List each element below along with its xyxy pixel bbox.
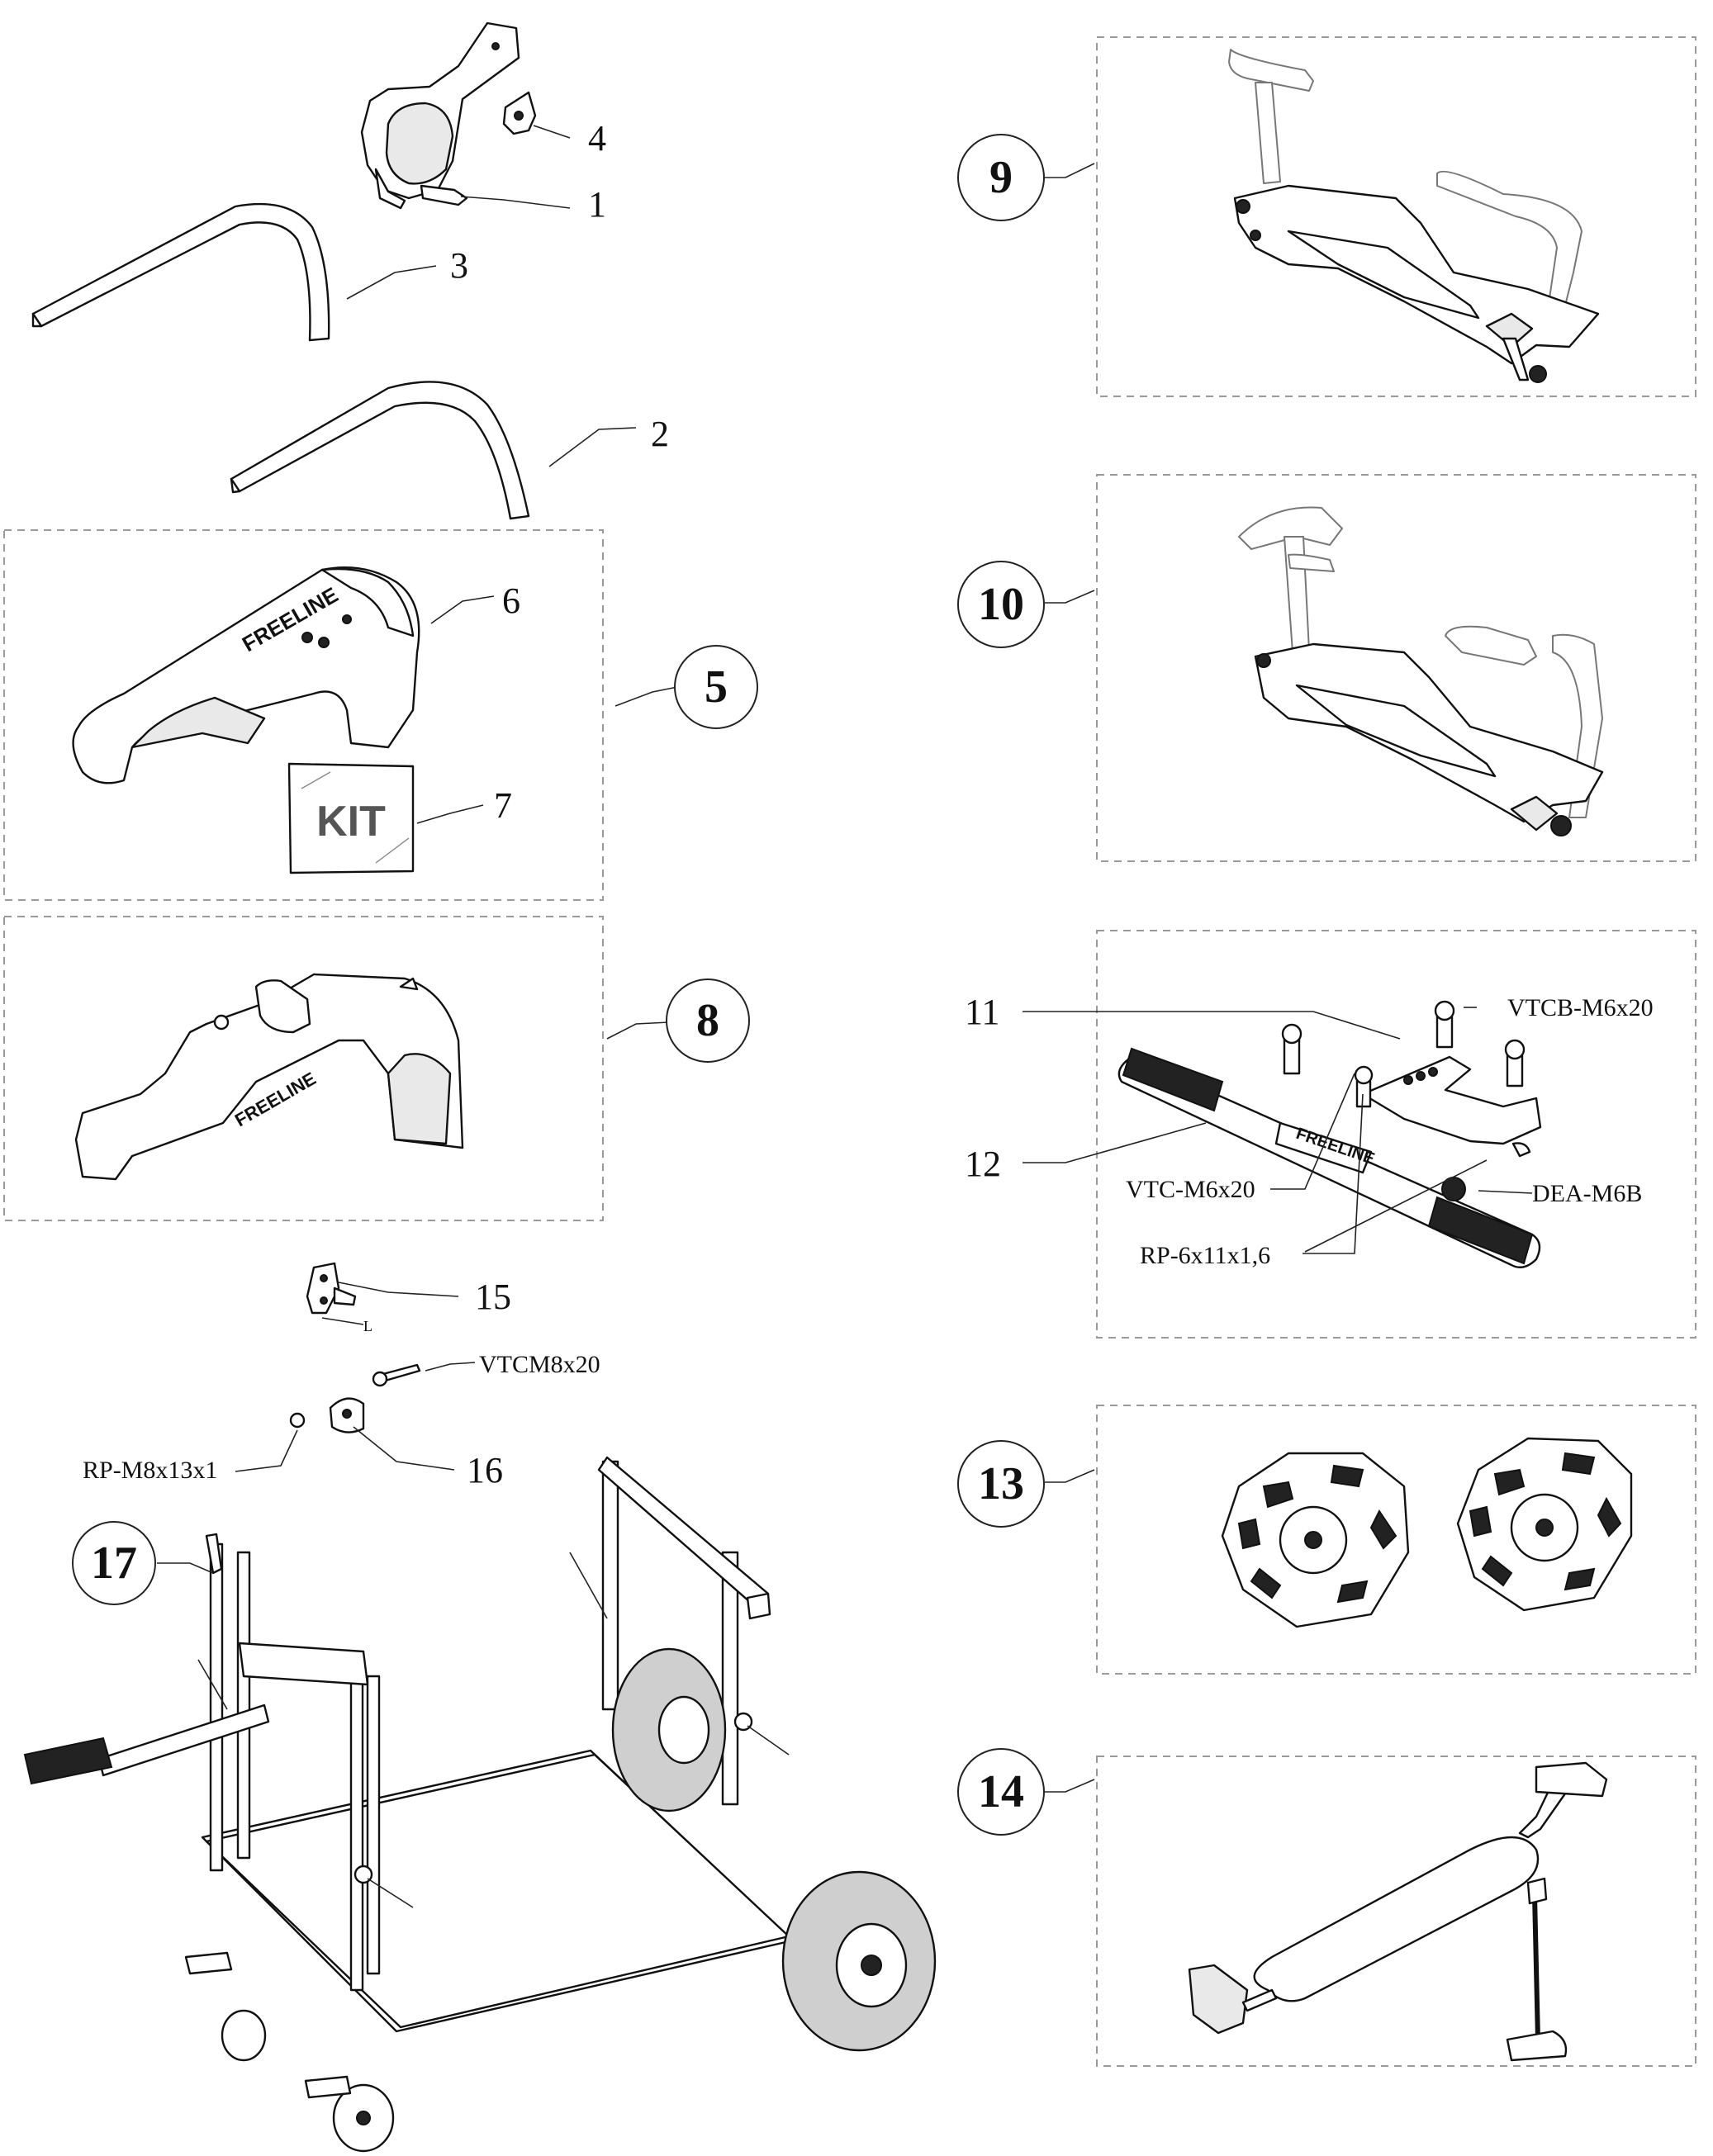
bubble-5-label: 5 (705, 661, 728, 713)
callout-7: 7 (494, 785, 512, 826)
bubble-17-label: 17 (91, 1538, 137, 1589)
handle-bar-icon: FREELINE (1117, 1000, 1542, 1268)
group-box-11-12 (1096, 930, 1696, 1339)
code-rp-6x11x1-6: RP-6x11x1,6 (1140, 1242, 1270, 1269)
bubble-5: 5 (674, 645, 758, 729)
svg-text:L: L (363, 1318, 372, 1334)
leader-lines (157, 125, 1533, 1793)
callout-4: 4 (588, 118, 606, 159)
group-box-5 (3, 529, 604, 901)
group-box-8 (3, 916, 604, 1221)
cart-icon (23, 1456, 937, 2153)
group-box-9 (1096, 36, 1696, 397)
code-vtc-m6x20: VTC-M6x20 (1126, 1176, 1255, 1203)
pedal-assembly-icon (1228, 49, 1600, 383)
group-box-10 (1096, 474, 1696, 862)
bracket-icon (502, 91, 537, 135)
bubble-13-label: 13 (978, 1458, 1024, 1509)
callout-11: 11 (965, 992, 999, 1032)
callout-16: 16 (467, 1450, 503, 1490)
code-dea-m6b: DEA-M6B (1532, 1180, 1642, 1207)
front-mount-icon (360, 21, 520, 210)
callout-15: 15 (475, 1277, 511, 1317)
bubble-9: 9 (957, 134, 1045, 221)
bubble-14-label: 14 (978, 1766, 1024, 1817)
bubble-8-label: 8 (696, 995, 719, 1046)
group-box-13 (1096, 1405, 1696, 1675)
bubble-8: 8 (666, 978, 750, 1063)
bubble-10: 10 (957, 561, 1045, 648)
fairing-assembly-icon: FREELINE (74, 973, 464, 1181)
kit-label: KIT (316, 798, 386, 846)
callout-6: 6 (502, 580, 520, 621)
code-vtcb-m6x20: VTCB-M6x20 (1507, 994, 1654, 1021)
fairing-icon: FREELINE (72, 566, 420, 784)
clamp-16-icon (289, 1363, 421, 1433)
callout-2: 2 (651, 414, 669, 454)
rear-strap-icon (31, 202, 330, 342)
bubble-14: 14 (957, 1748, 1045, 1836)
bubble-17: 17 (72, 1521, 156, 1605)
wheel-plate-icon (1456, 1437, 1633, 1612)
code-rp-m8x13x1: RP-M8x13x1 (83, 1457, 217, 1484)
bubble-10-label: 10 (978, 579, 1024, 630)
seat-stand-icon (1188, 1761, 1608, 2062)
wheel-plate-icon (1221, 1452, 1410, 1628)
kit-bag-icon: KIT (287, 762, 415, 874)
callout-3: 3 (450, 245, 468, 286)
bubble-9-label: 9 (989, 152, 1013, 203)
pedal-assembly-ghost-icon (1238, 506, 1604, 836)
callout-1: 1 (588, 184, 606, 225)
code-vtcm8x20: VTCM8x20 (479, 1351, 600, 1378)
group-box-14 (1096, 1756, 1696, 2067)
callout-12: 12 (965, 1144, 1001, 1184)
front-strap-icon (230, 381, 530, 520)
plate-bracket-15-icon: L (306, 1262, 372, 1334)
bubble-13: 13 (957, 1440, 1045, 1528)
